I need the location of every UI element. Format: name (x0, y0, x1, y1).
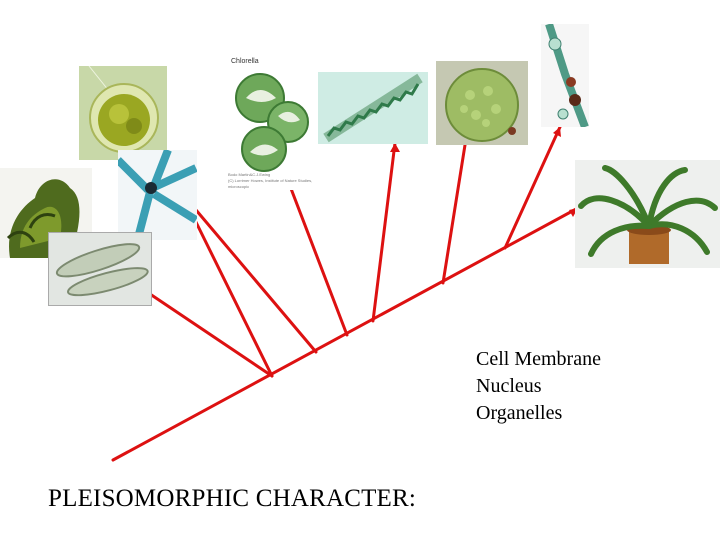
character-organelles: Organelles (476, 402, 563, 424)
golden-cell-photo (79, 66, 167, 160)
arrowhead (390, 143, 400, 152)
stained-filament-photo (118, 150, 197, 240)
branch-chara (503, 125, 562, 250)
spirogyra-photo (318, 72, 428, 144)
branch-spirogyra (288, 184, 349, 337)
branch-ulva (148, 292, 274, 378)
character-cell-membrane: Cell Membrane (476, 348, 601, 370)
branch-moss (441, 143, 467, 285)
elongated-cells-photo (48, 232, 152, 306)
chlorella-label: Chlorella (231, 58, 259, 65)
branch-chlorella (194, 208, 318, 354)
branch-charophyte (188, 208, 274, 378)
chlorella-fine-print: Bodo Martin&C.J.Ewing (C) Lorrimer Howes… (228, 172, 314, 190)
chlorella-photo (226, 54, 314, 190)
arrowhead (553, 127, 561, 137)
branch-coleochaete (371, 141, 397, 323)
disc-colony-photo (436, 61, 528, 145)
character-nucleus: Nucleus (476, 375, 542, 397)
fern-photo (575, 160, 720, 268)
fine-print-line: (C) Lorrimer Howes, Institute of Nature … (228, 178, 313, 189)
pleisomorphic-character-label: PLEISOMORPHIC CHARACTER: (48, 485, 417, 512)
derived-characters-list: Cell Membrane Nucleus Organelles (476, 346, 601, 427)
chara-photo (541, 24, 589, 127)
fine-print-line: Bodo Martin&C.J.Ewing (228, 172, 271, 177)
